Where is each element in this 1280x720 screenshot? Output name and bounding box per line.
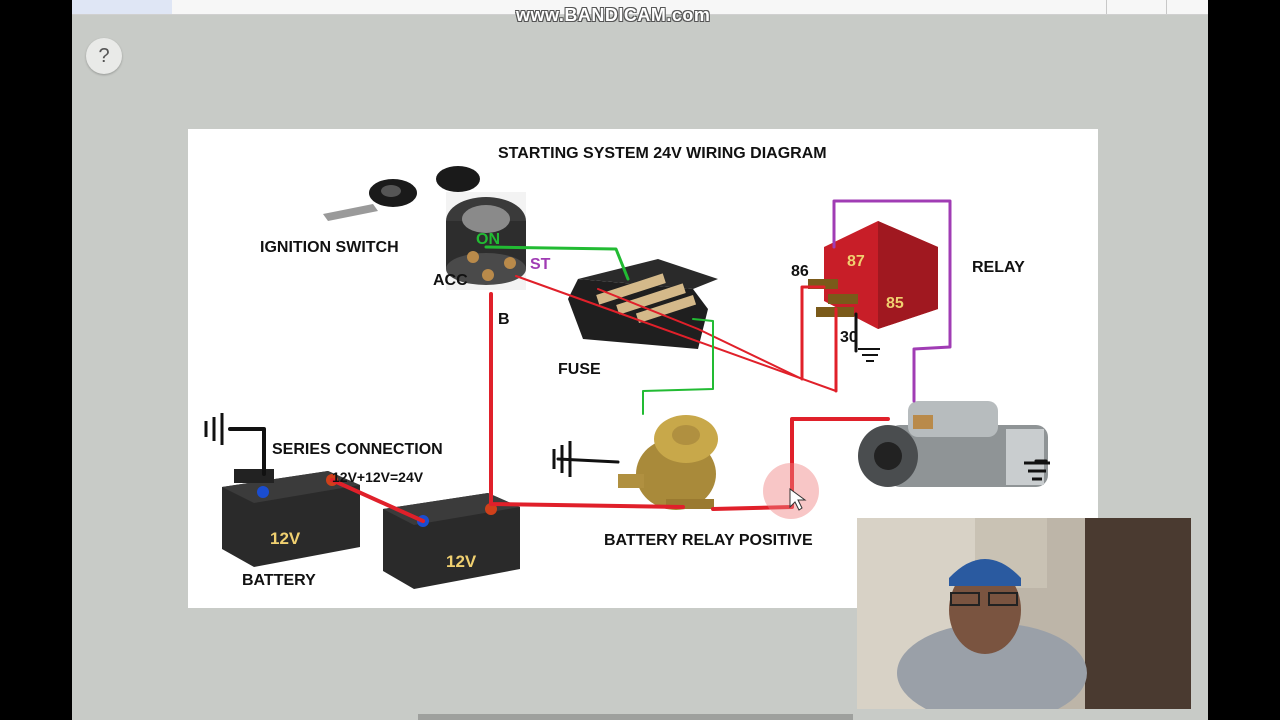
ground-symbol-icon — [552, 441, 572, 477]
relay-87-label: 87 — [847, 253, 865, 270]
wire-ground-battery — [228, 427, 266, 476]
toolbar-divider — [1166, 0, 1167, 14]
ground-symbol-icon — [204, 413, 224, 445]
battery-relay-icon — [618, 415, 718, 510]
series-equation-label: 12V+12V=24V — [332, 469, 424, 485]
acc-label: ACC — [433, 272, 468, 289]
series-connection-label: SERIES CONNECTION — [272, 441, 443, 458]
wire-b-to-battery-relay — [489, 292, 685, 509]
battery-label: BATTERY — [242, 572, 316, 589]
battery-1-voltage: 12V — [270, 529, 301, 548]
wire-series-batteries — [330, 478, 425, 523]
battery-relay-positive-label: BATTERY RELAY POSITIVE — [604, 532, 813, 549]
ignition-switch-label: IGNITION SWITCH — [260, 239, 399, 256]
relay-30-label: 30 — [840, 329, 858, 346]
ignition-switch-icon — [446, 192, 526, 290]
presenter-video — [857, 518, 1191, 709]
ground-symbol-icon — [1024, 461, 1050, 481]
st-label: ST — [530, 256, 551, 273]
wire-relay-85-to-starter — [832, 199, 952, 403]
ignition-key-icon — [323, 166, 480, 221]
mouse-cursor-icon — [789, 488, 807, 511]
battery-2-icon — [383, 493, 520, 589]
webcam-overlay — [857, 518, 1191, 709]
active-tab[interactable] — [72, 0, 172, 14]
wire-relay-to-starter — [711, 417, 890, 511]
starter-motor-icon — [858, 401, 1048, 487]
fuse-box-icon — [568, 259, 718, 349]
help-button[interactable]: ? — [86, 38, 122, 74]
horizontal-scrollbar[interactable] — [418, 714, 853, 720]
wiring-diagram — [204, 166, 1050, 589]
wire-st-to-relay — [515, 275, 837, 392]
recorder-watermark: www.BANDICAM.com — [516, 5, 711, 25]
diagram-title: STARTING SYSTEM 24V WIRING DIAGRAM — [498, 145, 827, 162]
wire-fuse-to-battery-relay — [642, 318, 714, 415]
ground-symbol-icon — [858, 348, 880, 362]
top-bar — [72, 0, 1208, 15]
wire-on-to-fuse — [484, 245, 630, 281]
wire-ground-relay — [556, 457, 620, 464]
relay-86-label: 86 — [791, 263, 809, 280]
b-label: B — [498, 311, 510, 328]
relay-icon — [808, 221, 938, 329]
fuse-label: FUSE — [558, 361, 601, 378]
wire-fuse-to-relay — [597, 288, 803, 380]
wire-relay-86 — [800, 285, 826, 381]
toolbar-divider — [1106, 0, 1107, 14]
on-label: ON — [476, 231, 500, 248]
battery-2-voltage: 12V — [446, 552, 477, 571]
relay-label: RELAY — [972, 259, 1025, 276]
relay-85-label: 85 — [886, 295, 904, 312]
